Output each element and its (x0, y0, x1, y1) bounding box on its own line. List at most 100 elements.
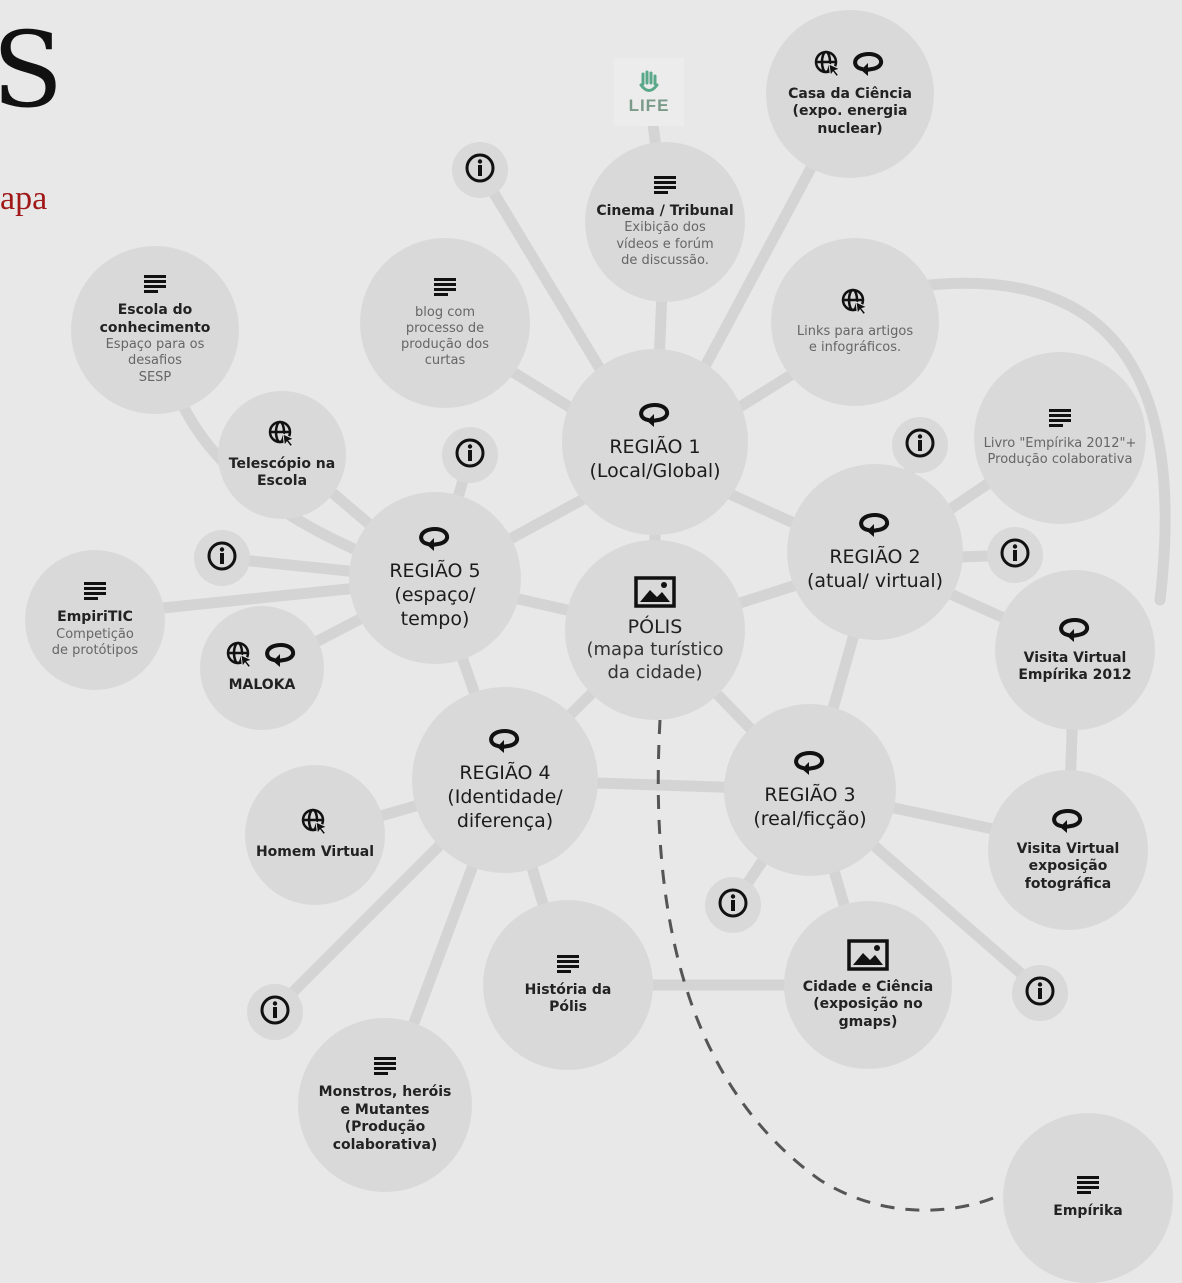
text-icon (433, 277, 457, 301)
node-icons (858, 511, 892, 541)
info-icon (999, 537, 1031, 573)
node-regiao3[interactable]: REGIÃO 3 (real/ficção) (724, 704, 896, 876)
node-maloka[interactable]: MALOKA (200, 606, 324, 730)
page-title: S (0, 9, 64, 131)
node-visitafoto[interactable]: Visita Virtual exposição fotográfica (988, 770, 1148, 930)
image-icon (634, 575, 676, 612)
node-icons (268, 420, 296, 452)
node-title: REGIÃO 3 (real/ficção) (753, 783, 867, 830)
node-links[interactable]: Links para artigos e infográficos. (771, 238, 939, 406)
node-telescopio[interactable]: Telescópio na Escola (218, 391, 346, 519)
node-icons (1058, 616, 1092, 646)
info-icon (717, 887, 749, 923)
node-icons (83, 581, 107, 605)
node-empirika[interactable]: Empírika (1003, 1113, 1173, 1283)
loop-icon (488, 727, 522, 757)
info-button[interactable] (442, 427, 498, 483)
text-icon (143, 274, 167, 298)
text-icon (83, 581, 107, 605)
globe-icon (814, 50, 842, 82)
page-subtitle: apa (0, 180, 48, 217)
node-description: Livro "Empírika 2012"+ Produção colabora… (983, 435, 1137, 467)
node-title: MALOKA (228, 677, 296, 694)
node-casa[interactable]: Casa da Ciência (expo. energia nuclear) (766, 10, 934, 178)
globe-icon (841, 288, 869, 320)
node-livro[interactable]: Livro "Empírika 2012"+ Produção colabora… (974, 352, 1146, 524)
info-button[interactable] (452, 142, 508, 198)
info-button[interactable] (987, 527, 1043, 583)
node-description: Links para artigos e infográficos. (796, 323, 914, 355)
node-regiao1[interactable]: REGIÃO 1 (Local/Global) (562, 349, 748, 535)
node-icons (638, 401, 672, 431)
info-icon (454, 437, 486, 473)
loop-icon (852, 50, 886, 82)
node-regiao2[interactable]: REGIÃO 2 (atual/ virtual) (787, 464, 963, 640)
node-icons (1048, 408, 1072, 432)
loop-icon (638, 401, 672, 431)
node-icons (556, 954, 580, 978)
node-title: Homem Virtual (255, 844, 375, 861)
node-homem[interactable]: Homem Virtual (245, 765, 385, 905)
loop-icon (1051, 807, 1085, 837)
node-description: blog com processo de produção dos curtas (401, 304, 489, 369)
node-icons (653, 175, 677, 199)
globe-icon (226, 641, 254, 673)
info-icon (904, 427, 936, 463)
node-icons (143, 274, 167, 298)
node-visita2012[interactable]: Visita Virtual Empírika 2012 (995, 570, 1155, 730)
text-icon (1048, 408, 1072, 432)
image-icon (847, 939, 889, 975)
node-icons (841, 288, 869, 320)
node-title: Cinema / Tribunal (596, 202, 734, 219)
text-icon (1076, 1175, 1100, 1199)
node-icons (1076, 1175, 1100, 1199)
node-title: Monstros, heróis e Mutantes (Produção co… (318, 1084, 452, 1153)
node-title: Escola do conhecimento (99, 302, 211, 336)
node-icons (373, 1056, 397, 1080)
node-icons (418, 525, 452, 555)
node-polis[interactable]: PÓLIS(mapa turístico da cidade) (565, 540, 745, 720)
node-monstros[interactable]: Monstros, heróis e Mutantes (Produção co… (298, 1018, 472, 1192)
info-icon (464, 152, 496, 188)
globe-icon (268, 420, 296, 452)
node-description: Competição de protótipos (51, 626, 139, 658)
node-historia[interactable]: História da Pólis (483, 900, 653, 1070)
node-title: EmpiriTIC (57, 609, 133, 625)
info-button[interactable] (247, 984, 303, 1040)
node-icons (226, 641, 298, 673)
node-cidade[interactable]: Cidade e Ciência (exposição no gmaps) (784, 901, 952, 1069)
loop-icon (858, 511, 892, 541)
second-life-logo[interactable]: LIFE (614, 58, 684, 126)
node-icons (301, 808, 329, 840)
second-life-hand-icon (639, 70, 659, 92)
node-title: REGIÃO 5 (espaço/ tempo) (389, 559, 481, 631)
logo-text: LIFE (628, 96, 670, 115)
node-icons (634, 575, 676, 612)
node-title: Empírika (1053, 1203, 1123, 1220)
node-title: REGIÃO 2 (atual/ virtual) (806, 545, 944, 592)
node-icons (814, 50, 886, 82)
globe-icon (301, 808, 329, 840)
info-button[interactable] (705, 877, 761, 933)
node-regiao4[interactable]: REGIÃO 4 (Identidade/ diferença) (412, 687, 598, 873)
node-title: PÓLIS (627, 615, 683, 638)
info-button[interactable] (194, 530, 250, 586)
node-icons (793, 749, 827, 779)
text-icon (373, 1056, 397, 1080)
info-button[interactable] (1012, 965, 1068, 1021)
node-title: Telescópio na Escola (228, 455, 336, 490)
node-blog[interactable]: blog com processo de produção dos curtas (360, 238, 530, 408)
info-button[interactable] (892, 417, 948, 473)
node-title: Visita Virtual exposição fotográfica (1016, 840, 1120, 892)
info-icon (1024, 975, 1056, 1011)
node-icons (433, 277, 457, 301)
info-icon (206, 540, 238, 576)
node-title: Visita Virtual Empírika 2012 (1018, 649, 1132, 684)
node-title: REGIÃO 1 (Local/Global) (589, 435, 721, 482)
node-regiao5[interactable]: REGIÃO 5 (espaço/ tempo) (349, 492, 521, 664)
node-description: (mapa turístico da cidade) (586, 639, 724, 683)
node-title: Cidade e Ciência (exposição no gmaps) (802, 978, 934, 1030)
